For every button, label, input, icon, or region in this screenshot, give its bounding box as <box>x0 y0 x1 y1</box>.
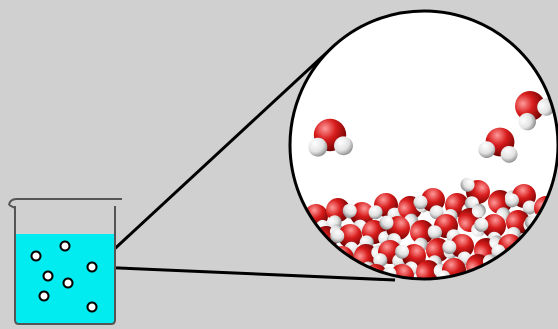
bubble <box>40 292 49 301</box>
bubble <box>64 279 73 288</box>
bubble <box>44 272 53 281</box>
bubble <box>61 242 70 251</box>
bubble <box>88 303 97 312</box>
bubble <box>88 263 97 272</box>
bubble <box>32 252 41 261</box>
